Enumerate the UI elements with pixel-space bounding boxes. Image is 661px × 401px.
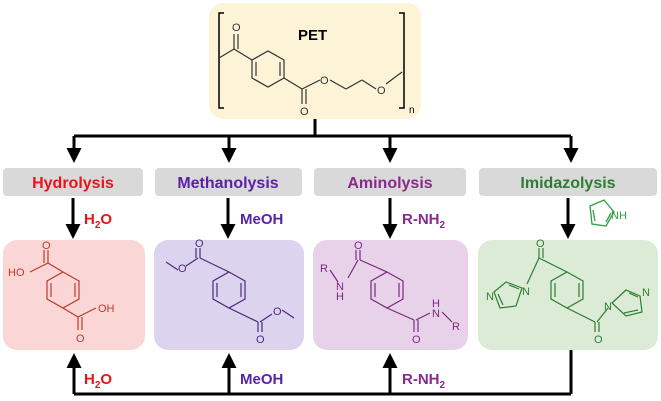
imid-n-1: N [522, 286, 530, 298]
product-box-aminolysis [313, 240, 468, 350]
reaction-arrows [65, 198, 576, 239]
label-box-aminolysis [314, 168, 466, 196]
imid-n-2: N [486, 291, 494, 303]
amide-o-2: O [412, 334, 421, 346]
amide-r-1: R [320, 263, 328, 275]
tpa-o-top: O [42, 240, 51, 252]
terephthalamide-structure [329, 250, 453, 332]
amide-o-1: O [354, 240, 363, 252]
product-box-methanolysis [154, 240, 304, 350]
reagent-aminolysis: R-NH2 [402, 211, 446, 231]
pet-o-2: O [300, 106, 309, 118]
dmt-o-3: O [256, 334, 265, 346]
pet-o-3: O [320, 75, 329, 87]
pet-o-1: O [232, 22, 241, 34]
dmt-o-4: O [273, 306, 282, 318]
amide-h-1: H [336, 291, 344, 303]
dmt-o-2: O [178, 263, 187, 275]
imidazole-nh-label: NH [611, 210, 627, 222]
dmt-o-1: O [195, 238, 204, 250]
amide-h-2: H [432, 298, 440, 310]
amide-n-2: N [432, 308, 440, 320]
terephthalic-acid-structure [29, 250, 97, 330]
pet-o-4: O [377, 85, 386, 97]
distribution-arrows [66, 119, 579, 163]
imid-n-3: N [604, 301, 612, 313]
label-box-imidazolysis [479, 168, 657, 196]
tpa-ho: HO [8, 267, 25, 279]
pet-structure [218, 34, 403, 104]
recycle-arrows [66, 350, 573, 396]
tpa-o-bottom: O [76, 333, 85, 345]
pet-title: PET [298, 27, 327, 44]
recycle-reagent-aminolysis: R-NH2 [402, 371, 446, 391]
recycle-reagent-methanolysis: MeOH [240, 371, 283, 388]
label-imidazolysis: Imidazolysis [520, 175, 615, 192]
tpa-oh: OH [98, 303, 115, 315]
label-box-hydrolysis [3, 168, 143, 196]
label-box-methanolysis [155, 168, 302, 196]
product-box-hydrolysis [3, 240, 145, 350]
amide-n-1: N [336, 281, 344, 293]
repeat-bracket-left [218, 12, 224, 109]
pet-polymer-panel: n PET O O O O [209, 3, 421, 119]
imid-n-4: N [642, 287, 650, 299]
imid-o-1: O [536, 238, 545, 250]
diimidazole-structure [493, 248, 643, 332]
pet-box [209, 3, 421, 119]
imidazole-reagent-structure [589, 199, 615, 227]
recycle-reagent-hydrolysis: H2O [84, 371, 112, 391]
repeat-bracket-right [399, 12, 405, 109]
label-hydrolysis: Hydrolysis [32, 175, 114, 192]
reagent-methanolysis: MeOH [240, 211, 283, 228]
product-box-imidazolysis [478, 240, 658, 350]
reagent-hydrolysis: H2O [84, 211, 112, 231]
repeat-subscript: n [409, 105, 415, 116]
label-aminolysis: Aminolysis [347, 175, 432, 192]
amide-r-2: R [452, 321, 460, 333]
label-methanolysis: Methanolysis [177, 175, 278, 192]
dimethyl-terephthalate-structure [165, 248, 295, 332]
imid-o-2: O [594, 334, 603, 346]
